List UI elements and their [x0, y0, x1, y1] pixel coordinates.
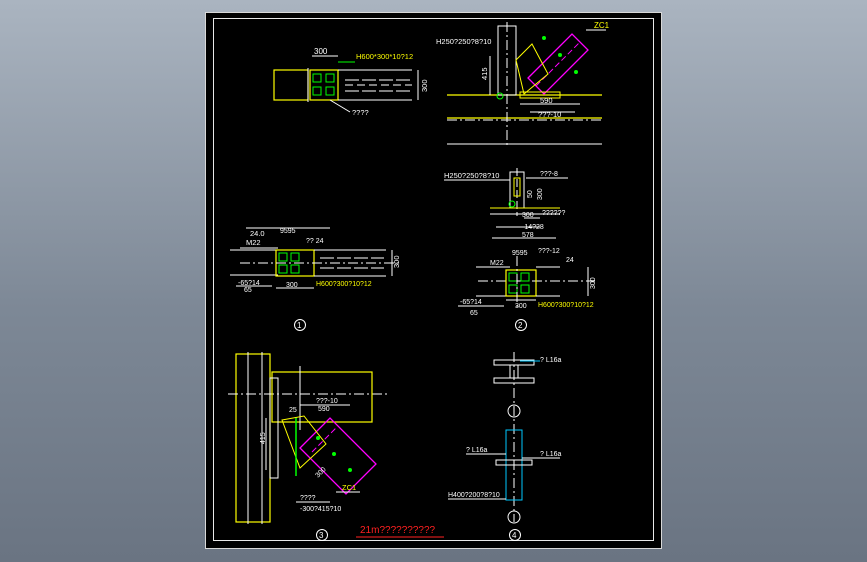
member-label: H250?250?8?10 [444, 171, 499, 180]
drawing-border [213, 18, 654, 541]
dim-300-bottom: 300 [286, 282, 298, 289]
detail-top-right: ZC1 H250?250?8?10 415 590 ???-10 [436, 21, 610, 148]
dim-9595: 9595 [512, 250, 528, 257]
bolt-size: M22 [246, 238, 261, 247]
member-label: H250?250?8?10 [436, 37, 491, 46]
angle-left: ? L16a [466, 447, 488, 454]
detail-2: 9595 ???-12 M22 24 300 -65?14 65 300 H60… [458, 248, 597, 331]
detail-mid-right-upper: H250?250?8?10 ???-8 50 300 300 ?????? -1… [444, 168, 568, 239]
plate-note: ?? 24 [306, 238, 324, 245]
plate-note: ???-12 [538, 248, 560, 255]
dim-top: 300 [314, 47, 328, 56]
note: ?????? [542, 210, 565, 217]
dim-300-right: 300 [590, 277, 597, 289]
dim-bottom: 590 [540, 96, 553, 105]
plate-label: ???-10 [538, 110, 561, 119]
plate-left: -65?14 [238, 280, 260, 287]
detail-number-1: 1 [297, 321, 302, 330]
member-label: H400?200?8?10 [448, 492, 500, 499]
dim-65: 65 [244, 287, 252, 294]
plate-label: ???-8 [540, 171, 558, 178]
dim-415: 415 [260, 432, 267, 444]
dim-65: 65 [470, 310, 478, 317]
dim-a: 50 [527, 190, 534, 198]
detail-3: ???-10 590 25 415 300 ZC1 ???? -300?415?… [228, 352, 390, 541]
dim-300: 300 [522, 212, 534, 219]
tag-zc1: ZC1 [594, 21, 610, 30]
detail-4: ? L16a ? L16a ? L16a H400?200?8?10 4 [448, 352, 562, 541]
detail-top-left: 300 H600*300*10?12 300 ???? [273, 47, 429, 117]
bolt-label: -14?28 [522, 224, 544, 231]
dim-vertical: 415 [480, 67, 489, 80]
dim-25: 25 [289, 407, 297, 414]
dim-right: 300 [420, 79, 429, 92]
weld-size: 24.0 [250, 229, 265, 238]
detail-1: 24.0 9595 M22 ?? 24 300 -65?14 65 300 H6… [230, 227, 401, 331]
detail-number-4: 4 [512, 531, 517, 540]
note: ???? [352, 108, 369, 117]
member-label: H600?300?10?12 [316, 281, 372, 288]
angle-right: ? L16a [540, 451, 562, 458]
tag-zc1: ZC1 [342, 483, 356, 492]
member-label: H600?300?10?12 [538, 302, 594, 309]
plate-label: ???-10 [316, 398, 338, 405]
dim-300: 300 [314, 466, 327, 479]
member-label: -300?415?10 [300, 506, 341, 513]
drawing-caption: 21m?????????? [356, 525, 444, 538]
plate-left: -65?14 [460, 299, 482, 306]
drawing-sheet [205, 12, 662, 549]
dim-c: 578 [522, 232, 534, 239]
bolt-size: M22 [490, 260, 504, 267]
detail-number-3: 3 [319, 531, 324, 540]
angle-top: ? L16a [540, 357, 562, 364]
member-label: H600*300*10?12 [356, 52, 413, 61]
dim-590: 590 [318, 406, 330, 413]
detail-number-2: 2 [518, 321, 523, 330]
dim-9595: 9595 [280, 228, 296, 235]
dim-300-right: 300 [392, 255, 401, 268]
dim-b: 300 [537, 188, 544, 200]
dim-24: 24 [566, 257, 574, 264]
note: ???? [300, 495, 316, 502]
caption-text: 21m?????????? [360, 525, 436, 536]
dim-300-bottom: 300 [515, 303, 527, 310]
